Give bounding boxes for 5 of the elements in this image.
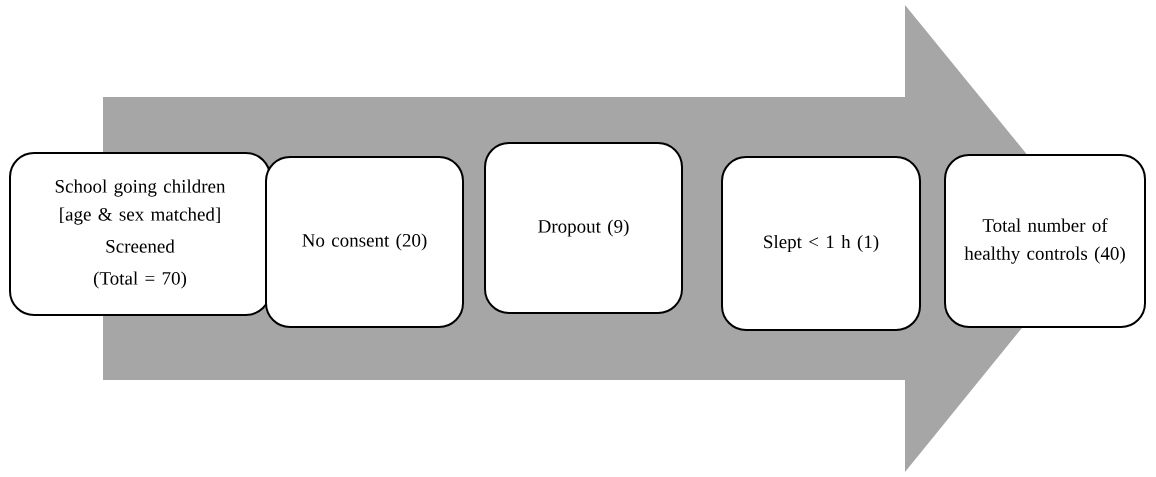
- rounded-box: Total number of healthy controls (40): [944, 154, 1146, 328]
- rounded-box: Dropout (9): [484, 142, 683, 314]
- rounded-box: Slept < 1 h (1): [721, 156, 921, 331]
- rounded-box: No consent (20): [265, 156, 464, 328]
- rounded-box: School going children [age & sex matched] Screened (Total = 70): [9, 152, 271, 316]
